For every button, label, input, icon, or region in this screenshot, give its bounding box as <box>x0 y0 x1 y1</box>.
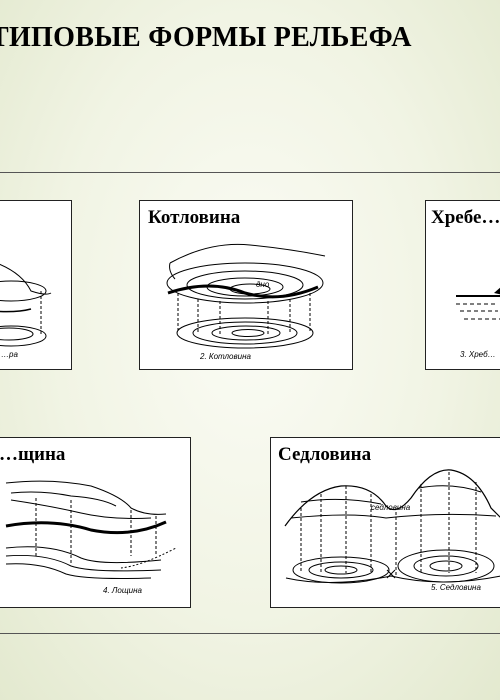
sedlovina-label: седловина <box>371 503 411 512</box>
panel-hrebet: Хребе… 3. Хреб… <box>425 200 500 370</box>
hrebet-diagram: 3. Хреб… <box>456 287 500 359</box>
hrebet-heading: Хребе… <box>431 207 500 228</box>
kotlovina-heading: Котловина <box>148 207 241 228</box>
sedlovina-heading: Седловина <box>278 444 372 465</box>
slide-title: ТИПОВЫЕ ФОРМЫ РЕЛЬЕФА <box>0 22 412 53</box>
panel-gora: …ра <box>0 200 72 370</box>
kotlovina-caption: 2. Котловина <box>199 352 252 361</box>
panel-kotlovina: Котловина дно 2. Котловина <box>139 200 353 370</box>
panel-sedlovina: Седловина седловина 5. Седловина <box>270 437 500 608</box>
hrebet-caption: 3. Хреб… <box>460 350 496 359</box>
loshchina-heading: …щина <box>0 444 66 465</box>
gora-diagram: …ра <box>0 263 52 359</box>
sedlovina-caption: 5. Седловина <box>431 583 481 592</box>
bottom-divider <box>0 633 500 634</box>
sedlovina-diagram: седловина 5. Седловина <box>284 469 500 592</box>
loshchina-caption: 4. Лощина <box>103 586 142 595</box>
top-divider <box>0 172 500 173</box>
panel-loshchina: …щина 4. Лощина <box>0 437 191 608</box>
gora-caption: …ра <box>1 350 18 359</box>
kotlovina-diagram: дно 2. Котловина <box>166 243 326 361</box>
kotlovina-label: дно <box>256 280 270 289</box>
loshchina-diagram: 4. Лощина <box>5 480 177 595</box>
